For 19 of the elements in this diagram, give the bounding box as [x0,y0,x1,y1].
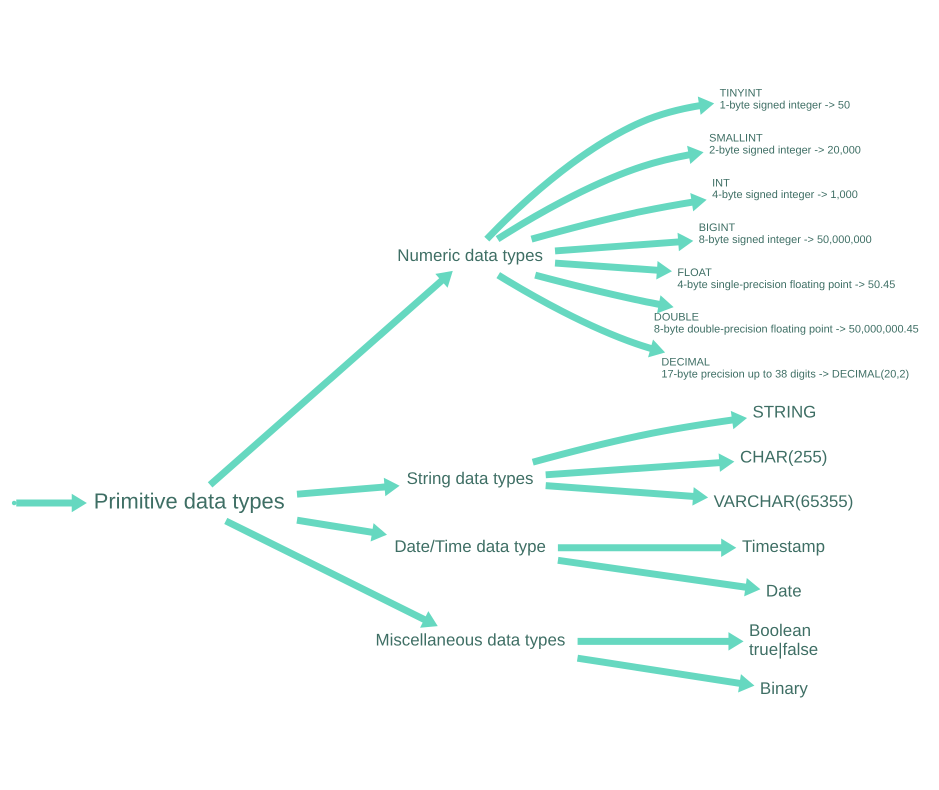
node-text: INT 4-byte signed integer -> 1,000 [712,177,858,202]
node-text: VARCHAR(65355) [714,492,854,512]
node-text: FLOAT 4-byte single-precision floating point -> 50.45 [677,266,896,291]
node-text: BIGINT 8-byte signed integer -> 50,000,000 [698,222,872,246]
node-text: CHAR(255) [740,447,828,466]
node-text: SMALLINT 2-byte signed integer -> 20,000 [709,132,861,156]
node-text: Timestamp [742,536,825,556]
node-text: Numeric data types [397,246,543,266]
node-text: TINYINT 1-byte signed integer -> 50 [720,88,850,112]
node-text: DOUBLE 8-byte double-precision floating point -> 50,000,000.45 [654,312,919,336]
node-text: Miscellaneous data types [376,630,566,650]
node-text: Primitive data types [94,488,285,514]
node-text: Binary [760,679,808,698]
node-text: STRING [752,402,816,422]
node-text: String data types [406,469,534,488]
node-text: Boolean true|false [748,620,818,659]
node-text: Date [766,582,802,601]
node-text: DECIMAL 17-byte precision up to 38 digits -> DECIMAL(20,2) [661,356,910,380]
node-text: Date/Time data type [394,536,546,556]
